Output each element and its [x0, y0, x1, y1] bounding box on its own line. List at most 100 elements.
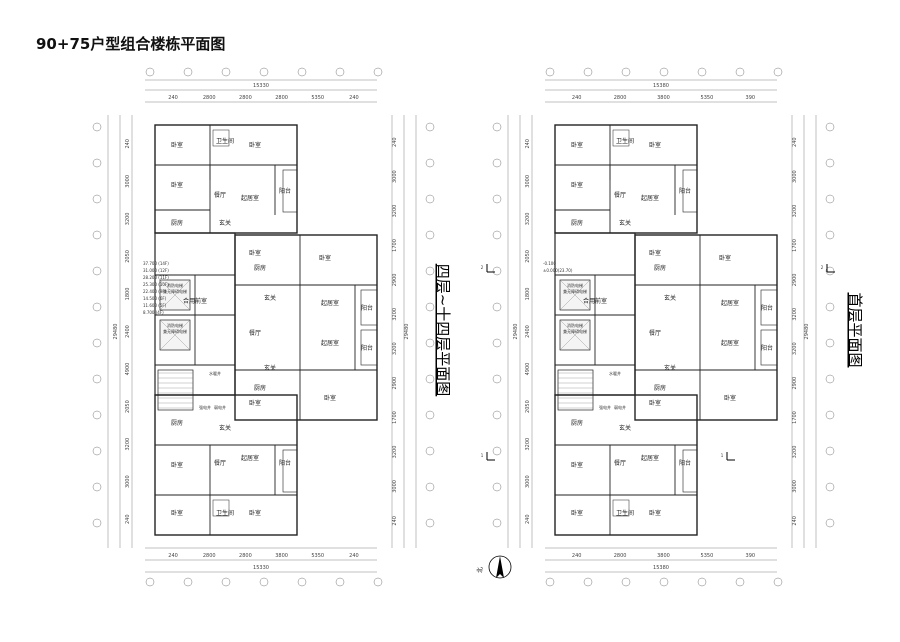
wall — [612, 499, 630, 517]
room-label: 餐厅 — [614, 459, 626, 467]
bottom-dim: 3800 — [275, 553, 288, 559]
room-label: 起居室 — [721, 299, 739, 307]
axis-bubble — [492, 338, 502, 348]
room-label: 厨房 — [171, 219, 183, 227]
right-dim: 3200 — [792, 308, 798, 321]
room-label: 餐厅 — [614, 191, 626, 199]
wall — [360, 289, 378, 326]
room-label: 起居室 — [321, 299, 339, 307]
right-dim: 2900 — [392, 274, 398, 287]
axis-bubble — [145, 67, 155, 77]
top-dim: 3800 — [657, 95, 670, 101]
wall — [634, 234, 778, 421]
left-dim: 4900 — [525, 363, 531, 376]
line — [559, 319, 591, 351]
room-label: 玄关 — [264, 364, 276, 372]
section-mark: 1 — [481, 453, 484, 458]
elevator-label: 兼无障碍电梯 — [163, 328, 187, 334]
elevator-label: 兼无障碍电梯 — [563, 328, 587, 334]
room-label: 合用前室 — [583, 297, 607, 305]
bottom-dim: 5350 — [311, 553, 324, 559]
axis-bubble — [492, 482, 502, 492]
axis-bubble — [221, 577, 231, 587]
room-label: 卧室 — [249, 249, 261, 257]
room-label: 玄关 — [619, 219, 631, 227]
top-dim: 5350 — [311, 95, 324, 101]
wall — [682, 169, 698, 213]
well-label: 强电井 — [199, 404, 211, 410]
axis-bubble — [92, 302, 102, 312]
room-label: 厨房 — [571, 419, 583, 427]
left-dim: 2400 — [125, 325, 131, 338]
section-mark: 2 — [481, 265, 484, 270]
room-label: 厨房 — [571, 219, 583, 227]
axis-bubble — [92, 518, 102, 528]
left-dim: 2050 — [125, 400, 131, 413]
elevation-label: 8.700 (4F) — [143, 310, 164, 315]
left-dim: 3200 — [525, 438, 531, 451]
right-dim: 240 — [792, 516, 798, 526]
axis-bubble — [425, 230, 435, 240]
axis-bubble — [373, 67, 383, 77]
room-label: 起居室 — [241, 194, 259, 202]
axis-bubble — [492, 158, 502, 168]
left-dim: 3200 — [525, 212, 531, 225]
well-label: 水暖井 — [209, 370, 221, 376]
axis-bubble — [425, 518, 435, 528]
room-label: 卧室 — [249, 141, 261, 149]
left-dim: 2050 — [525, 250, 531, 263]
axis-bubble — [425, 338, 435, 348]
room-label: 阳台 — [361, 344, 373, 352]
right-dim: 1700 — [792, 411, 798, 424]
elevation-label: -0.100 — [543, 261, 556, 266]
well-label: 强电井 — [599, 404, 611, 410]
room-label: 餐厅 — [649, 329, 661, 337]
axis-bubble — [335, 67, 345, 77]
room-label: 卧室 — [249, 399, 261, 407]
line — [159, 279, 191, 311]
axis-bubble — [92, 230, 102, 240]
room-label: 起居室 — [241, 454, 259, 462]
top-dim: 5350 — [701, 95, 714, 101]
axis-bubble — [825, 230, 835, 240]
room-label: 卧室 — [724, 394, 736, 402]
room-label: 阳台 — [279, 459, 291, 467]
axis-bubble — [373, 577, 383, 587]
page-title: 90+75户型组合楼栋平面图 — [36, 35, 226, 53]
room-label: 合用前室 — [183, 297, 207, 305]
axis-bubble — [825, 410, 835, 420]
right-dim: 3000 — [792, 480, 798, 493]
axis-bubble — [735, 577, 745, 587]
right-dim: 3200 — [392, 446, 398, 459]
top-dim: 2800 — [203, 95, 216, 101]
axis-bubble — [492, 518, 502, 528]
axis-bubble — [825, 446, 835, 456]
axis-bubble — [425, 158, 435, 168]
elevation-label: 28.200 (11F) — [143, 275, 169, 280]
top-total-dim: 15330 — [253, 83, 269, 89]
elevation-label: 11.600 (5F) — [143, 303, 167, 308]
axis-bubble — [492, 122, 502, 132]
elevation-label: 31.000 (12F) — [143, 268, 169, 273]
well-label: 水暖井 — [609, 370, 621, 376]
room-label: 厨房 — [254, 384, 266, 392]
room-label: 卧室 — [571, 141, 583, 149]
top-dim: 240 — [349, 95, 359, 101]
left-dim: 1800 — [525, 288, 531, 301]
right-dim: 3200 — [392, 342, 398, 355]
axis-bubble — [545, 67, 555, 77]
left-dim: 4900 — [125, 363, 131, 376]
top-dim: 240 — [572, 95, 582, 101]
bottom-dim: 240 — [168, 553, 178, 559]
axis-bubble — [425, 194, 435, 204]
room-label: 玄关 — [664, 364, 676, 372]
axis-bubble — [335, 577, 345, 587]
left-dim: 1800 — [125, 288, 131, 301]
right-total-dim: 29480 — [404, 324, 410, 340]
right-dim: 1700 — [392, 239, 398, 252]
left-dim: 240 — [525, 139, 531, 149]
left-dim: 3200 — [125, 438, 131, 451]
right-dim: 3000 — [792, 170, 798, 183]
left-dim: 240 — [125, 139, 131, 149]
